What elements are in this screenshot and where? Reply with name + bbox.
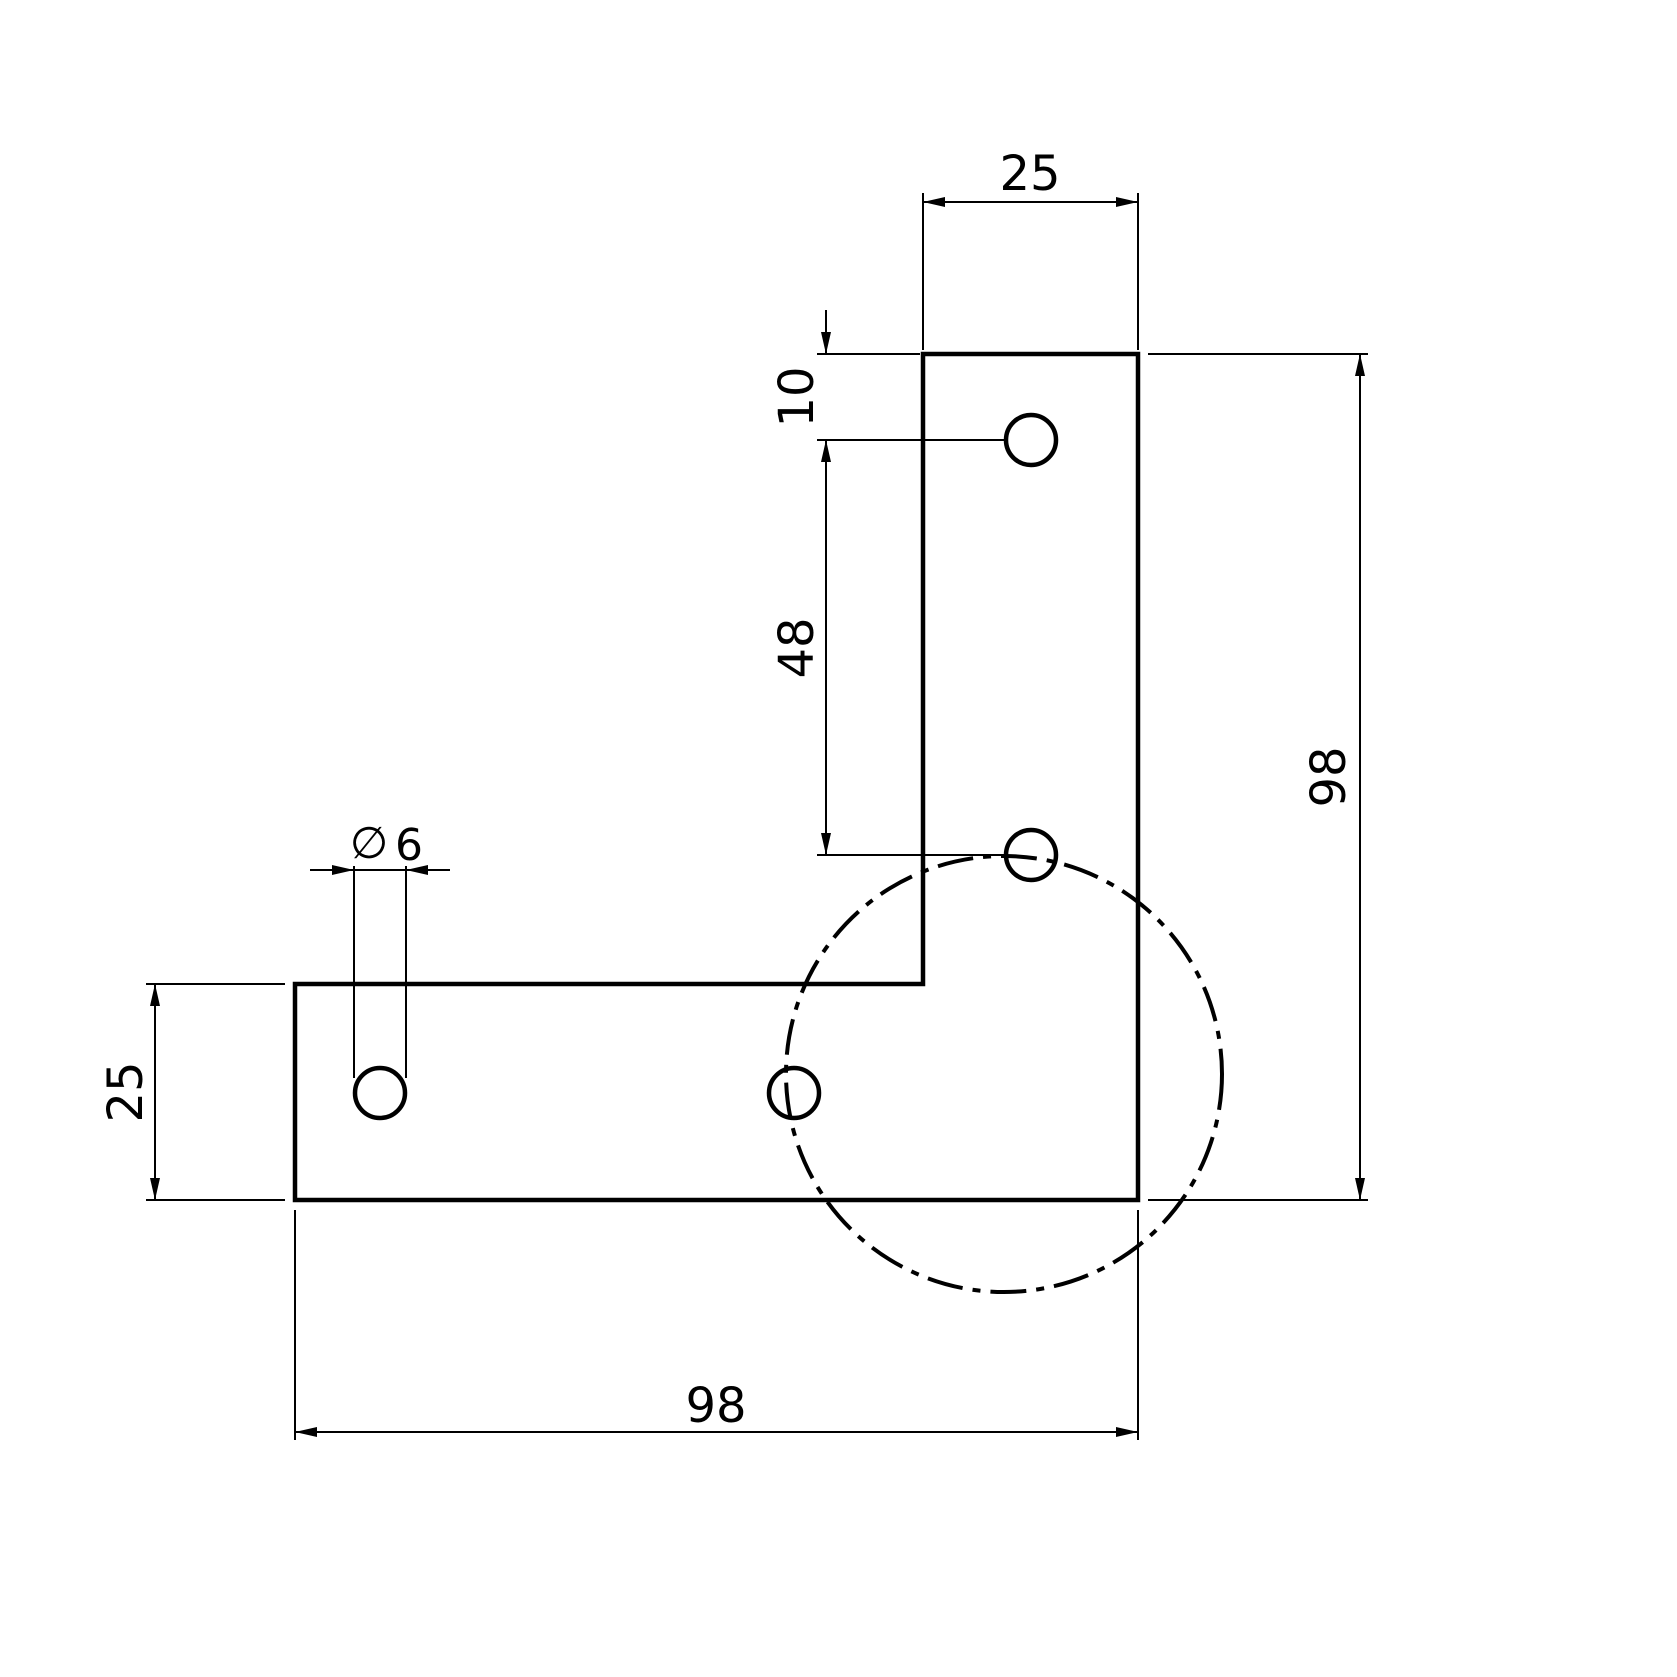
dim-top-width: 25 [922,146,1139,350]
hole-top [1003,412,1059,468]
dashed-circle [784,854,1224,1294]
dim-hole-diameter-label: 6 [395,820,423,871]
dim-top-width-label: 25 [999,146,1060,202]
dim-left-height-label: 25 [98,1061,154,1122]
part-outline [292,351,1141,1203]
dim-overall-width-label: 98 [685,1378,746,1434]
dim-hole-spacing-label: 48 [769,617,825,678]
dim-hole-diameter: ∅ 6 [310,818,450,1078]
dim-left-vertical: 10 48 [769,310,1005,856]
dim-hole-diameter-symbol: ∅ [350,818,388,869]
dim-overall-width: 98 [294,1210,1139,1440]
dim-top-hole-offset-label: 10 [769,366,825,427]
dim-overall-height-label: 98 [1301,746,1357,807]
hole-bottom-middle [766,1065,822,1121]
dim-overall-height: 98 [1148,353,1368,1201]
dim-left-height: 25 [98,983,285,1201]
hole-bottom-left [352,1065,408,1121]
